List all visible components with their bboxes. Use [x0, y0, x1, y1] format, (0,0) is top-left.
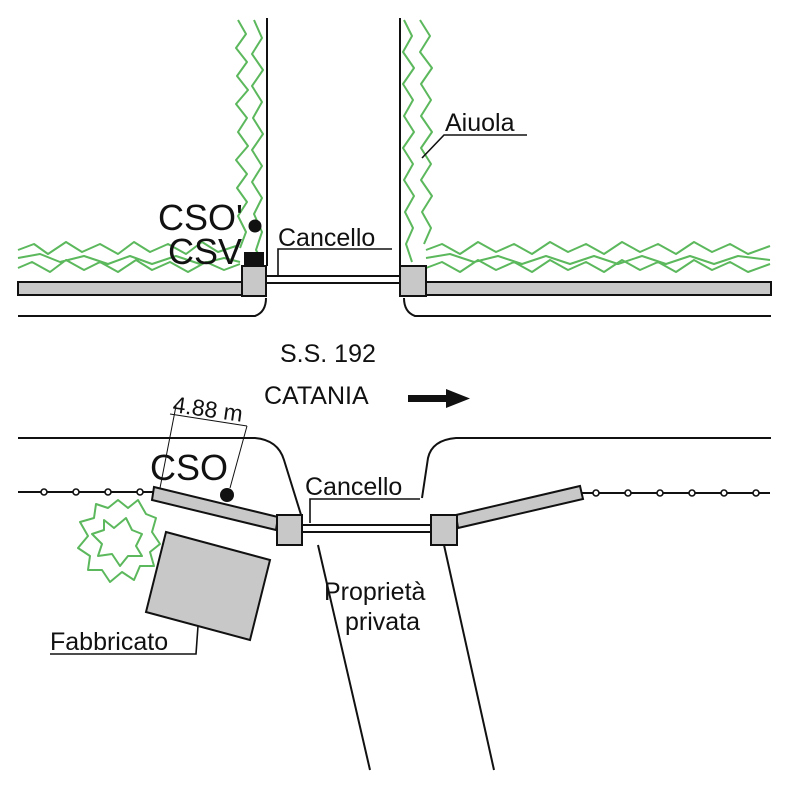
top-boundary-wall-right [425, 281, 772, 296]
top-road-curb-right [403, 297, 771, 317]
bottom-boundary-wall-right [454, 484, 585, 530]
bottom-boundary-wall-left [150, 485, 280, 532]
hedge-right-horizontal [425, 241, 771, 273]
hedge-left-horizontal [17, 241, 241, 273]
csv-box-marker [244, 252, 264, 266]
cancello-top-label: Cancello [278, 224, 375, 252]
top-sketch: Aiuola CSO' CSV Cancello [17, 18, 772, 317]
cso-label: CSO [150, 447, 228, 488]
driveway-right-edge [443, 544, 495, 771]
bottom-gate-pillar-right [430, 514, 458, 546]
distance-dimension [159, 405, 248, 489]
driveway-left-edge [317, 544, 371, 771]
direction-label: CATANIA [264, 382, 369, 410]
building-footprint [144, 530, 272, 642]
distance-label: 4.88 m [171, 391, 244, 427]
proprieta-label-line2: privata [345, 608, 420, 636]
cso-prime-marker [248, 219, 262, 233]
fabbricato-label: Fabbricato [50, 628, 168, 656]
cancello-bottom-label: Cancello [305, 473, 402, 501]
bottom-road-edge-right [421, 437, 771, 499]
aiuola-label: Aiuola [445, 109, 515, 137]
proprieta-label-line1: Proprietà [324, 578, 426, 606]
top-gate-pillar-left [241, 265, 267, 297]
top-road-curb-left [18, 297, 267, 317]
tree-icon [77, 499, 161, 583]
aiuola-leader [421, 134, 527, 159]
hedge-right-vertical [402, 19, 433, 263]
fabbricato-leader [50, 625, 199, 655]
top-gate-pillar-right [399, 265, 427, 297]
bottom-sketch: 4.88 m CSO Cancello Proprietà privata Fa… [18, 391, 771, 771]
fence-posts [40, 488, 760, 497]
cancello-bottom-leader [309, 498, 420, 523]
bottom-gate [301, 524, 432, 533]
bottom-road-edge-left [18, 437, 303, 519]
cso-marker [220, 488, 234, 502]
road-label-group: S.S. 192 CATANIA [264, 340, 470, 410]
cancello-top-leader [277, 248, 392, 275]
top-gate [265, 275, 401, 284]
direction-arrow-icon [408, 389, 470, 408]
csv-label: CSV [168, 231, 242, 272]
top-boundary-wall-left [17, 281, 243, 296]
bottom-gate-pillar-left [276, 514, 303, 546]
cso-prime-label: CSO' [158, 197, 243, 238]
road-name-label: S.S. 192 [280, 340, 376, 368]
